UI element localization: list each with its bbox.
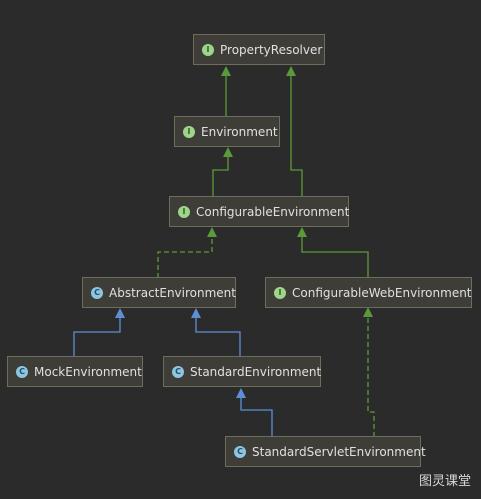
edge-mock-environment-to-abstract-environment <box>73 317 121 357</box>
edge-standard-servlet-environment-to-configurable-web-environment <box>367 316 375 437</box>
arrowhead <box>286 66 296 76</box>
node-label: AbstractEnvironment <box>109 285 236 300</box>
watermark: 图灵课堂 <box>418 474 471 489</box>
arrowhead <box>221 66 231 76</box>
arrowhead <box>207 227 217 237</box>
node-label: PropertyResolver <box>220 42 323 57</box>
node-mock-environment[interactable]: C MockEnvironment <box>7 356 143 387</box>
node-configurable-environment[interactable]: I ConfigurableEnvironment <box>169 196 349 227</box>
edge-abstract-environment-to-configurable-environment <box>157 236 213 278</box>
node-label: StandardEnvironment <box>190 364 322 379</box>
arrowhead <box>191 308 201 318</box>
node-label: ConfigurableEnvironment <box>196 204 350 219</box>
interface-icon: I <box>202 43 214 56</box>
node-configurable-web-environment[interactable]: I ConfigurableWebEnvironment <box>265 277 472 308</box>
arrowhead <box>115 308 125 318</box>
node-label: StandardServletEnvironment <box>252 444 426 459</box>
arrowhead <box>297 227 307 237</box>
node-standard-environment[interactable]: C StandardEnvironment <box>163 356 321 387</box>
node-abstract-environment[interactable]: C AbstractEnvironment <box>82 277 236 308</box>
node-environment[interactable]: I Environment <box>174 116 280 147</box>
edge-configurable-environment-to-environment <box>212 156 229 197</box>
edge-standard-environment-to-abstract-environment <box>195 317 241 357</box>
edge-standard-servlet-environment-to-standard-environment <box>240 397 273 437</box>
abstract-class-icon: C <box>91 286 103 299</box>
interface-icon: I <box>178 205 190 218</box>
class-icon: C <box>172 365 184 378</box>
arrowhead <box>236 388 246 398</box>
node-label: MockEnvironment <box>34 364 142 379</box>
arrowhead <box>363 307 373 317</box>
node-standard-servlet-environment[interactable]: C StandardServletEnvironment <box>225 436 426 467</box>
edge-configurable-web-environment-to-configurable-environment <box>301 236 369 278</box>
node-label: Environment <box>201 124 278 139</box>
arrowhead <box>223 147 233 157</box>
interface-icon: I <box>183 125 195 138</box>
edge-configurable-environment-to-property-resolver <box>290 76 303 197</box>
interface-icon: I <box>274 286 286 299</box>
node-label: ConfigurableWebEnvironment <box>292 285 472 300</box>
class-icon: C <box>234 445 246 458</box>
node-property-resolver[interactable]: I PropertyResolver <box>193 34 325 65</box>
class-icon: C <box>16 365 28 378</box>
